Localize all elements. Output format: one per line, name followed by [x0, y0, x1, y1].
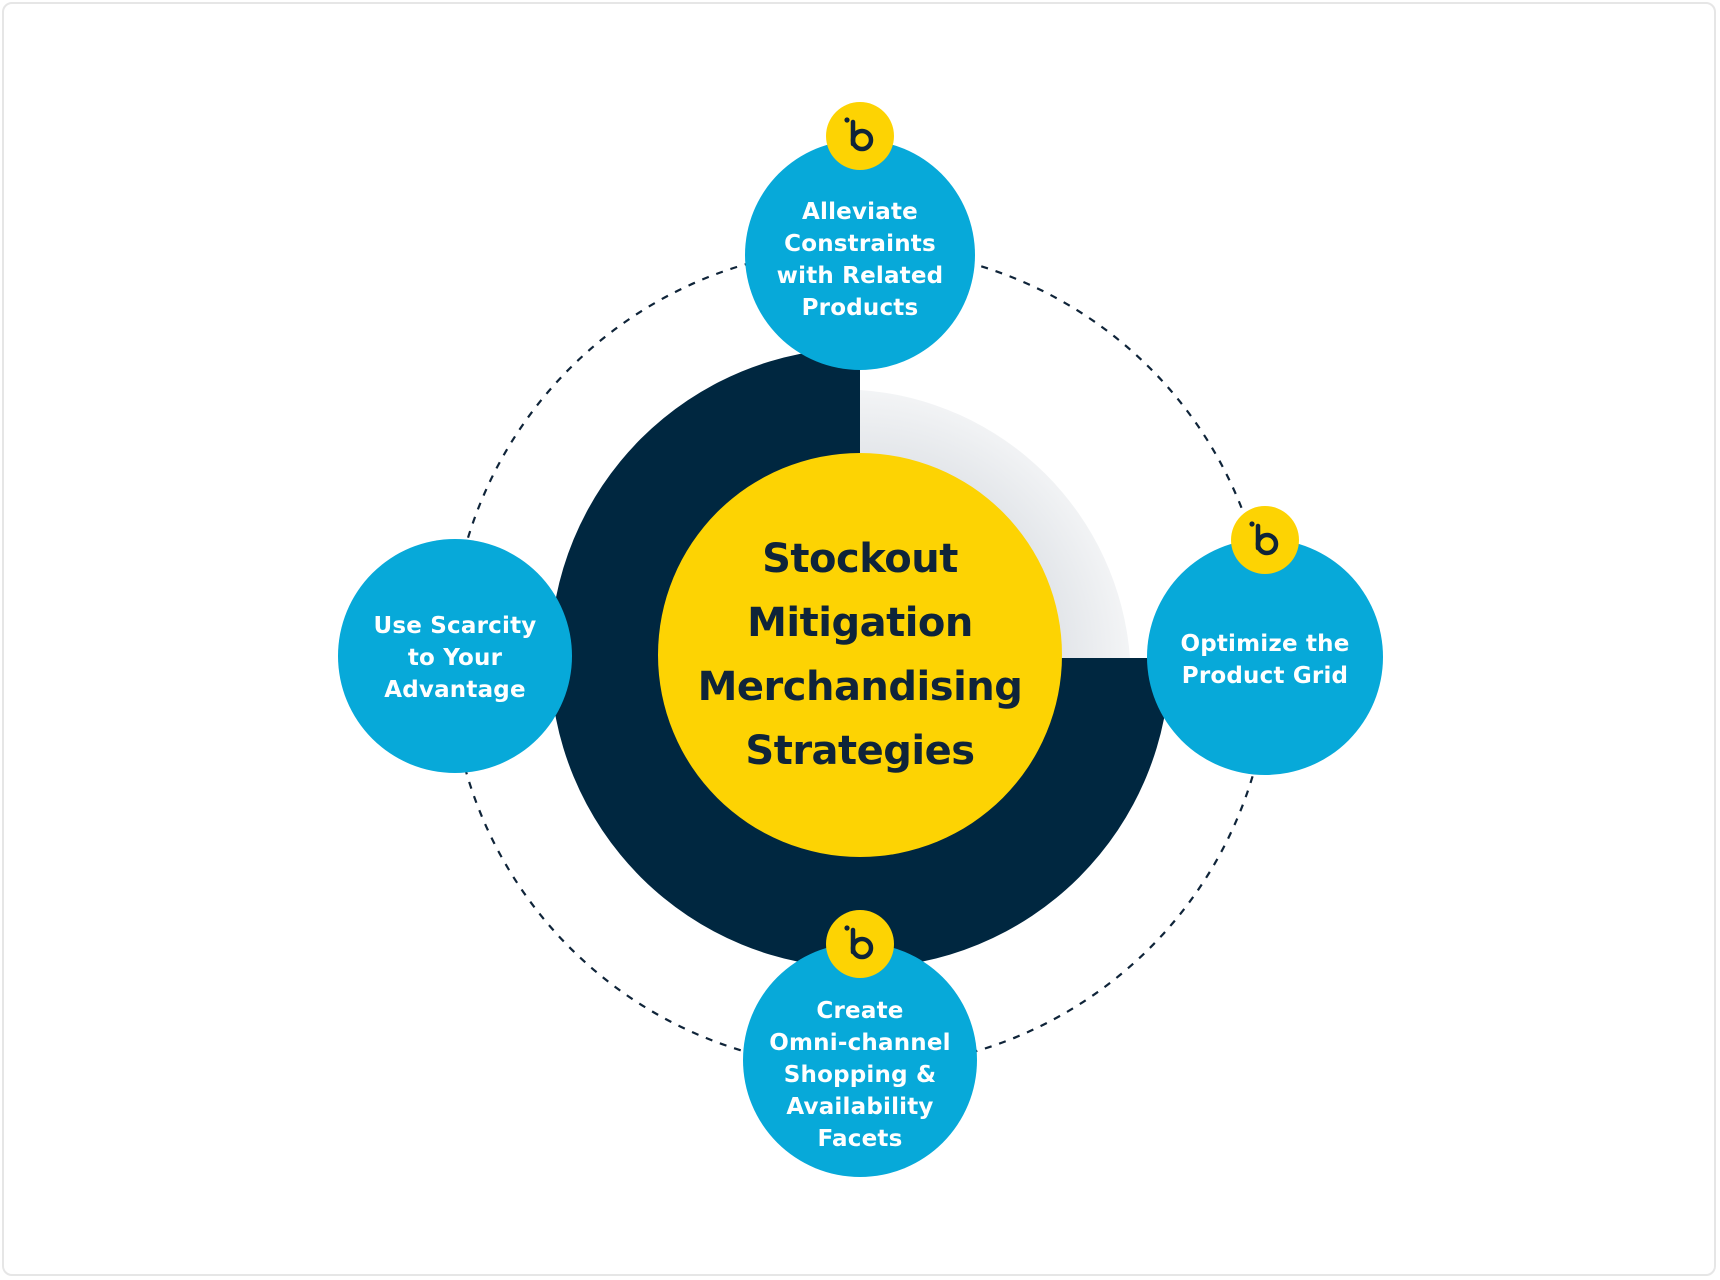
center-circle — [658, 453, 1062, 857]
node-right-circle[interactable] — [1147, 539, 1383, 775]
node-bottom-circle[interactable] — [743, 943, 977, 1177]
brand-b-icon — [826, 102, 894, 170]
node-top-circle[interactable] — [745, 140, 975, 370]
brand-b-icon — [1231, 506, 1299, 574]
node-left-circle[interactable] — [338, 539, 572, 773]
brand-b-icon — [826, 910, 894, 978]
